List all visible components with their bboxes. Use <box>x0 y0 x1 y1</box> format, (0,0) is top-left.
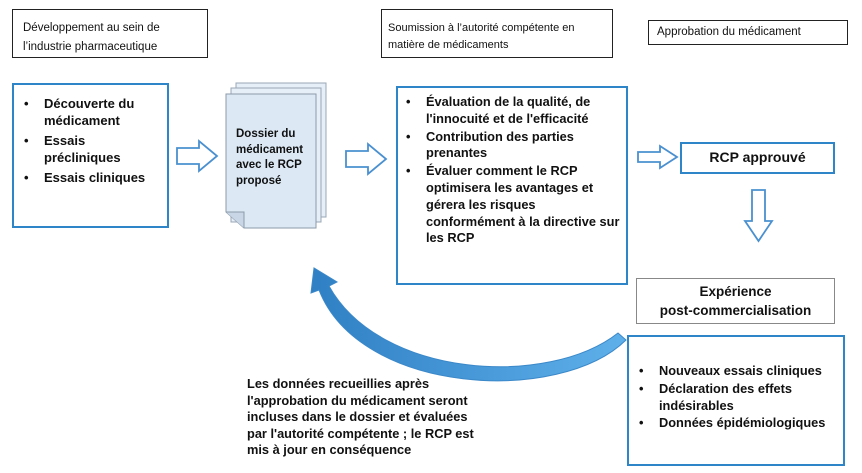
document-label: Dossier du médicament avec le RCP propos… <box>236 128 304 187</box>
evaluation-box: Évaluation de la qualité, de l'innocuité… <box>396 86 628 285</box>
arrow-right-icon <box>176 139 219 173</box>
development-steps-box: Découverte du médicament Essais préclini… <box>12 83 169 228</box>
arrow-right-icon <box>637 144 679 170</box>
list-item: Données épidémiologiques <box>637 415 835 432</box>
list-item: Essais précliniques <box>22 132 159 166</box>
document-stack-icon <box>225 82 327 229</box>
post-marketing-line2: post-commercialisation <box>659 303 812 318</box>
header-development-line1: Développement au sein de <box>23 22 160 34</box>
arrow-right-icon <box>345 142 388 176</box>
list-item: Contribution des parties prenantes <box>404 129 620 163</box>
header-approval: Approbation du médicament <box>648 20 848 45</box>
feedback-description: Les données recueillies après l'approbat… <box>247 376 474 458</box>
header-submission: Soumission à l’autorité compétente en ma… <box>381 9 613 58</box>
list-item: Déclaration des effets indésirables <box>637 381 835 415</box>
post-marketing-data-box: Nouveaux essais cliniques Déclaration de… <box>627 335 845 466</box>
arrow-down-icon <box>743 189 774 243</box>
list-item: Évaluation de la qualité, de l'innocuité… <box>404 94 620 128</box>
list-item: Nouveaux essais cliniques <box>637 363 835 380</box>
header-development-line2: l’industrie pharmaceutique <box>23 41 158 53</box>
feedback-curved-arrow-icon <box>310 267 627 382</box>
list-item: Découverte du médicament <box>22 95 159 129</box>
header-submission-line1: Soumission à l’autorité compétente en <box>388 22 575 34</box>
list-item: Essais cliniques <box>22 169 159 186</box>
post-marketing-line1: Expérience <box>699 284 772 299</box>
post-marketing-box: Expérience post-commercialisation <box>636 278 835 324</box>
header-submission-line2: matière de médicaments <box>388 39 509 51</box>
approved-smpc-box: RCP approuvé <box>680 142 835 174</box>
list-item: Évaluer comment le RCP optimisera les av… <box>404 163 620 247</box>
header-development: Développement au sein de l’industrie pha… <box>12 9 208 58</box>
